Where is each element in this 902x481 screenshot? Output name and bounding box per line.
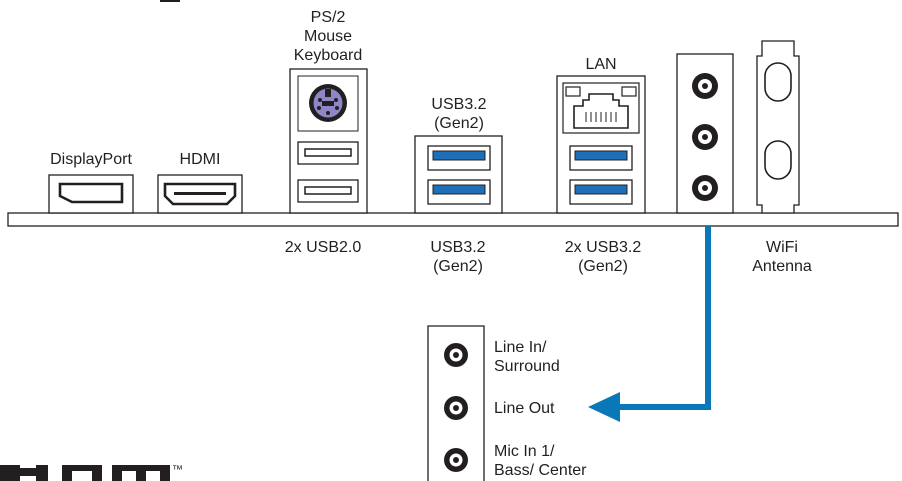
usb2-port-bottom — [297, 179, 359, 203]
line-in-label: Line In/ Surround — [494, 339, 560, 375]
lan-usb32-port-bottom — [569, 179, 633, 205]
audio-jack-top — [692, 73, 718, 99]
lan-port — [562, 82, 640, 134]
lan-usb32-port-top — [569, 145, 633, 171]
mic-in-label: Mic In 1/ Bass/ Center — [494, 443, 587, 479]
lan-usb32-label: 2x USB3.2 (Gen2) — [564, 239, 642, 275]
audio-callout-arrow — [588, 226, 711, 422]
usb32-top-label: USB3.2 (Gen2) — [431, 96, 487, 132]
usb32-port-top — [427, 145, 491, 171]
line-out-jack-icon — [444, 396, 468, 420]
lan-usb-module — [556, 75, 646, 214]
usb32-bottom-label: USB3.2 (Gen2) — [430, 239, 486, 275]
hdmi-port — [157, 174, 243, 214]
displayport-label: DisplayPort — [50, 151, 132, 168]
usb32-module — [414, 135, 503, 214]
line-out-label: Line Out — [494, 400, 555, 417]
audio-jack-module — [676, 53, 734, 214]
hdmi-logo — [0, 465, 170, 481]
audio-jack-bottom — [692, 175, 718, 201]
mic-in-jack-icon — [444, 448, 468, 472]
lan-label: LAN — [585, 56, 617, 73]
line-in-jack-icon — [444, 343, 468, 367]
ps2-label: PS/2 Mouse Keyboard — [293, 9, 363, 64]
wifi-antenna-connector-bottom — [764, 140, 792, 180]
usb2-port-top — [297, 141, 359, 165]
displayport-port — [48, 174, 134, 214]
usb32-port-bottom — [427, 179, 491, 205]
wifi-antenna-bracket — [756, 40, 800, 214]
hdmi-label: HDMI — [179, 151, 221, 168]
usb20-label: 2x USB2.0 — [284, 239, 362, 256]
cropped-top-edge — [160, 0, 180, 2]
audio-jack-middle — [692, 124, 718, 150]
audio-detail-panel — [427, 325, 485, 481]
wifi-antenna-connector-top — [764, 62, 792, 102]
hdmi-logo-tm: ™ — [172, 464, 183, 476]
io-backplate — [7, 212, 899, 227]
ps2-usb2-module — [289, 68, 368, 214]
wifi-antenna-label: WiFi Antenna — [752, 239, 812, 275]
